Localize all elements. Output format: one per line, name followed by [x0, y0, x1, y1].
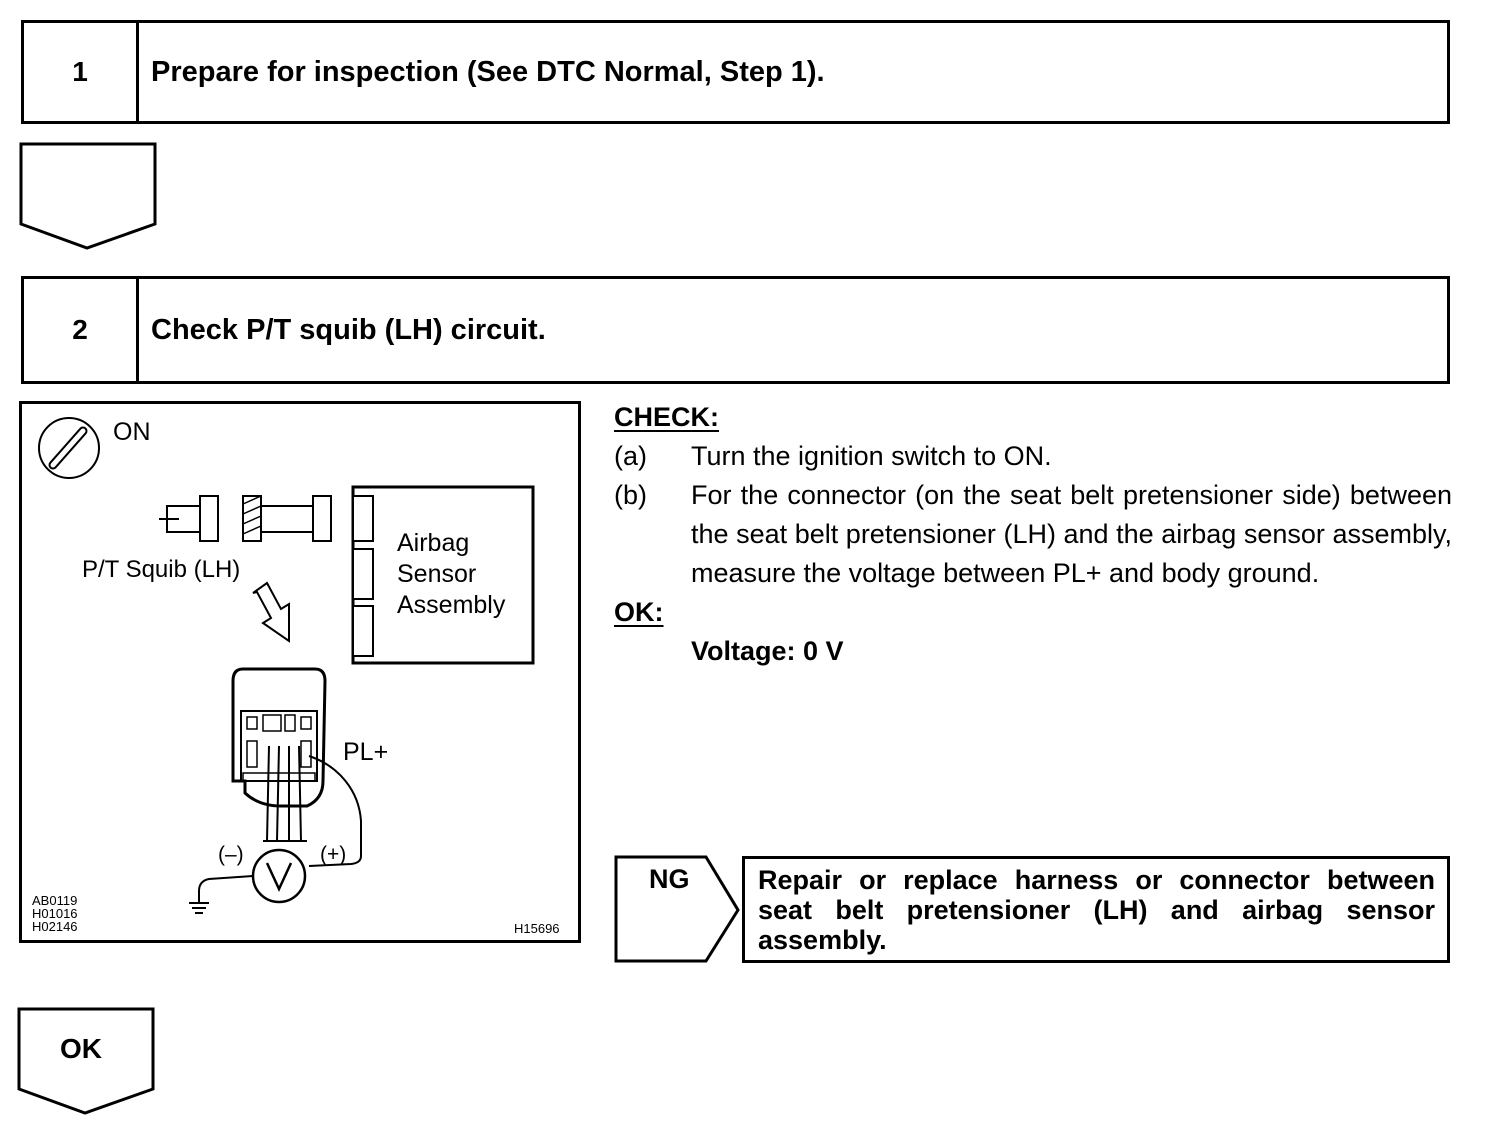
ignition-key-icon: [38, 417, 100, 479]
step-1-title: Prepare for inspection (See DTC Normal, …: [151, 55, 825, 88]
check-item: (a) Turn the ignition switch to ON.: [614, 437, 1452, 476]
ng-arrow: [614, 855, 740, 963]
step-2-box: 2 Check P/T squib (LH) circuit.: [21, 276, 1450, 384]
voltmeter-circuit: [189, 755, 362, 914]
squib-connector-icon: [159, 495, 332, 542]
ng-action-box: Repair or replace harness or connector b…: [742, 856, 1450, 963]
terminal-pl-plus-label: PL+: [343, 738, 389, 766]
ref-code: H02146: [32, 919, 78, 934]
minus-probe-label: (–): [218, 843, 244, 866]
check-item: (b) For the connector (on the seat belt …: [614, 476, 1452, 593]
sensor-label-line-3: Assembly: [397, 591, 506, 619]
ok-arrow: [17, 1007, 155, 1115]
ref-codes-left: AB0119 H01016 H02146: [32, 894, 78, 933]
connector-face-icon: [231, 667, 327, 842]
wiring-illustration: [19, 401, 581, 943]
airbag-sensor-assembly-box: [351, 485, 535, 665]
ok-result-label: OK: [60, 1033, 102, 1064]
ref-code: AB0119: [32, 893, 78, 908]
sensor-label: Airbag Sensor Assembly: [397, 528, 505, 621]
ref-code: H01016: [32, 906, 78, 921]
ng-label: NG: [649, 864, 690, 894]
step-2-number: 2: [24, 279, 139, 381]
step-2-title: Check P/T squib (LH) circuit.: [151, 313, 546, 346]
check-section: CHECK: (a) Turn the ignition switch to O…: [614, 398, 1452, 671]
check-item-label: (b): [614, 480, 647, 510]
step-1-number: 1: [24, 23, 139, 121]
sensor-label-line-2: Sensor: [397, 560, 477, 588]
check-item-label: (a): [614, 441, 647, 471]
ok-value: Voltage: 0 V: [691, 636, 844, 666]
ok-heading: OK:: [614, 597, 664, 627]
check-item-text: Turn the ignition switch to ON.: [691, 441, 1052, 471]
check-heading: CHECK:: [614, 402, 719, 432]
squib-label: P/T Squib (LH): [82, 556, 241, 583]
ref-code-right: H15696: [514, 921, 560, 936]
sensor-label-line-1: Airbag: [397, 529, 470, 557]
direction-arrow-icon: [252, 581, 290, 643]
flow-arrow-1: [19, 142, 157, 250]
plus-probe-label: (+): [320, 843, 347, 866]
check-item-text: For the connector (on the seat belt pret…: [691, 480, 1452, 588]
step-1-box: 1 Prepare for inspection (See DTC Normal…: [21, 20, 1450, 124]
ignition-on-label: ON: [113, 418, 151, 446]
